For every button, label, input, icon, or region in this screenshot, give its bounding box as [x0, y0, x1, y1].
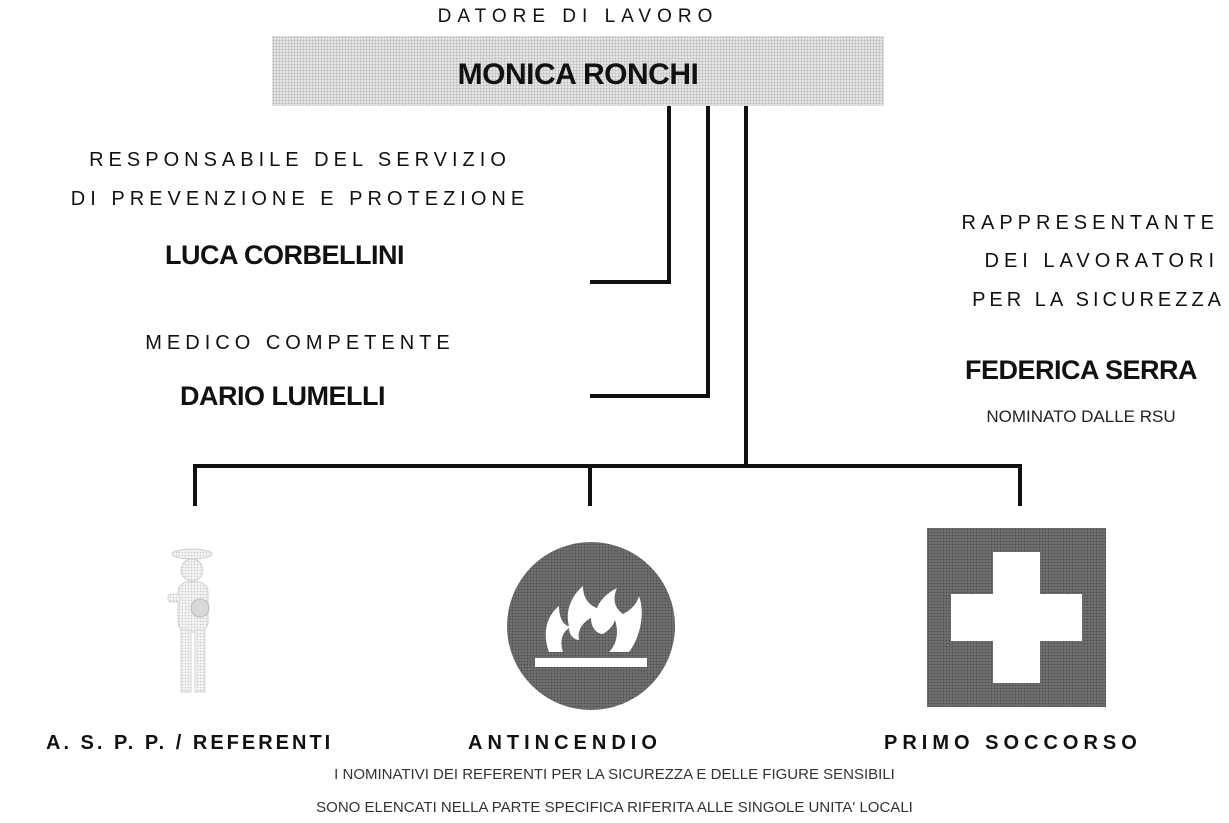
employer-name: MONICA RONCHI: [457, 58, 699, 91]
rspp-role-line1: RESPONSABILE DEL SERVIZIO: [89, 149, 511, 171]
connector-drop-primo-soccorso: [1018, 464, 1022, 506]
connector-drop-aspp: [193, 464, 197, 506]
worker-figure-icon: [148, 542, 238, 702]
group-label-primo-soccorso: PRIMO SOCCORSO: [884, 732, 1142, 754]
doctor-name: DARIO LUMELLI: [180, 381, 385, 411]
first-aid-cross-icon: [927, 528, 1106, 707]
connector-main-horizontal: [193, 464, 1022, 468]
doctor-role-label: MEDICO COMPETENTE: [145, 332, 455, 354]
connector-doctor-horizontal: [590, 394, 710, 398]
fire-icon: [505, 540, 677, 712]
rspp-name: LUCA CORBELLINI: [165, 240, 404, 270]
footer-line1: I NOMINATIVI DEI REFERENTI PER LA SICURE…: [334, 766, 895, 783]
rspp-role-line2: DI PREVENZIONE E PROTEZIONE: [70, 188, 530, 210]
footer-line2: SONO ELENCATI NELLA PARTE SPECIFICA RIFE…: [316, 799, 913, 816]
rls-role-line3: PER LA SICUREZZA: [972, 289, 1225, 311]
group-label-aspp: A. S. P. P. / REFERENTI: [46, 732, 334, 754]
group-label-antincendio: ANTINCENDIO: [468, 732, 662, 754]
rls-name: FEDERICA SERRA: [964, 355, 1198, 385]
rls-role-line2: DEI LAVORATORI: [984, 250, 1219, 272]
connector-rspp-vertical: [667, 106, 671, 284]
connector-doctor-vertical: [706, 106, 710, 398]
connector-main-vertical: [744, 106, 748, 468]
employer-role-label: DATORE DI LAVORO: [437, 6, 719, 27]
employer-box: [272, 36, 884, 106]
connector-rspp-horizontal: [590, 280, 671, 284]
rls-note: NOMINATO DALLE RSU: [986, 407, 1176, 426]
rls-role-line1: RAPPRESENTANTE: [961, 212, 1219, 234]
connector-drop-antincendio: [588, 464, 592, 506]
